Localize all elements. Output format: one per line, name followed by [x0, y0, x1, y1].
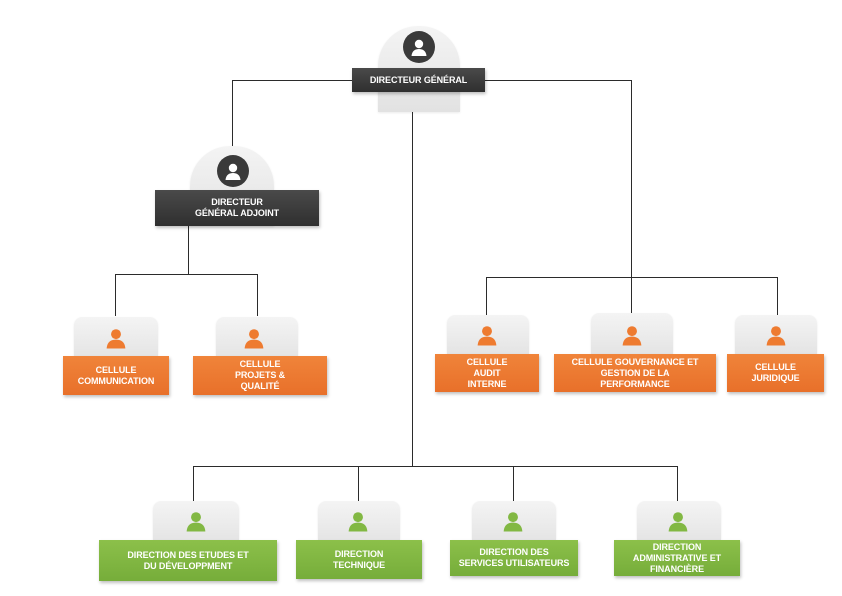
person-icon — [403, 31, 435, 63]
connector-line — [115, 274, 257, 275]
node-cellule-communication: CELLULE COMMUNICATION — [63, 356, 169, 395]
connector-line — [631, 277, 632, 315]
person-icon — [217, 155, 249, 187]
connector-line — [486, 277, 487, 315]
node-cellule-gouvernance: CELLULE GOUVERNANCE ET GESTION DE LA PER… — [554, 354, 716, 392]
node-direction-administrative: DIRECTION ADMINISTRATIVE ET FINANCIÈRE — [614, 540, 740, 576]
connector-line — [677, 466, 678, 501]
connector-line — [257, 274, 258, 316]
connector-line — [193, 466, 194, 501]
person-icon — [243, 327, 265, 349]
person-icon — [667, 510, 689, 532]
connector-line — [188, 226, 189, 274]
node-direction-technique: DIRECTION TECHNIQUE — [296, 540, 422, 579]
node-cellule-audit-interne: CELLULE AUDIT INTERNE — [435, 354, 539, 392]
person-icon — [502, 510, 524, 532]
person-icon — [347, 510, 369, 532]
person-icon — [105, 327, 127, 349]
connector-line — [232, 80, 233, 192]
connector-line — [115, 274, 116, 316]
node-directeur-general: DIRECTEUR GÉNÉRAL — [352, 68, 485, 92]
person-icon — [621, 324, 643, 346]
connector-line — [777, 277, 778, 315]
node-cellule-projets-qualite: CELLULE PROJETS & QUALITÉ — [193, 356, 327, 395]
node-directeur-general-adjoint: DIRECTEUR GÉNÉRAL ADJOINT — [155, 190, 319, 226]
node-cellule-juridique: CELLULE JURIDIQUE — [727, 354, 824, 392]
node-direction-etudes: DIRECTION DES ETUDES ET DU DÉVELOPPMENT — [99, 540, 277, 581]
connector-line — [193, 466, 677, 467]
connector-line — [412, 92, 413, 466]
person-icon — [765, 324, 787, 346]
connector-line — [513, 466, 514, 501]
connector-line — [631, 80, 632, 277]
person-icon — [476, 324, 498, 346]
node-direction-services: DIRECTION DES SERVICES UTILISATEURS — [450, 540, 578, 576]
person-icon — [185, 510, 207, 532]
connector-line — [358, 466, 359, 501]
